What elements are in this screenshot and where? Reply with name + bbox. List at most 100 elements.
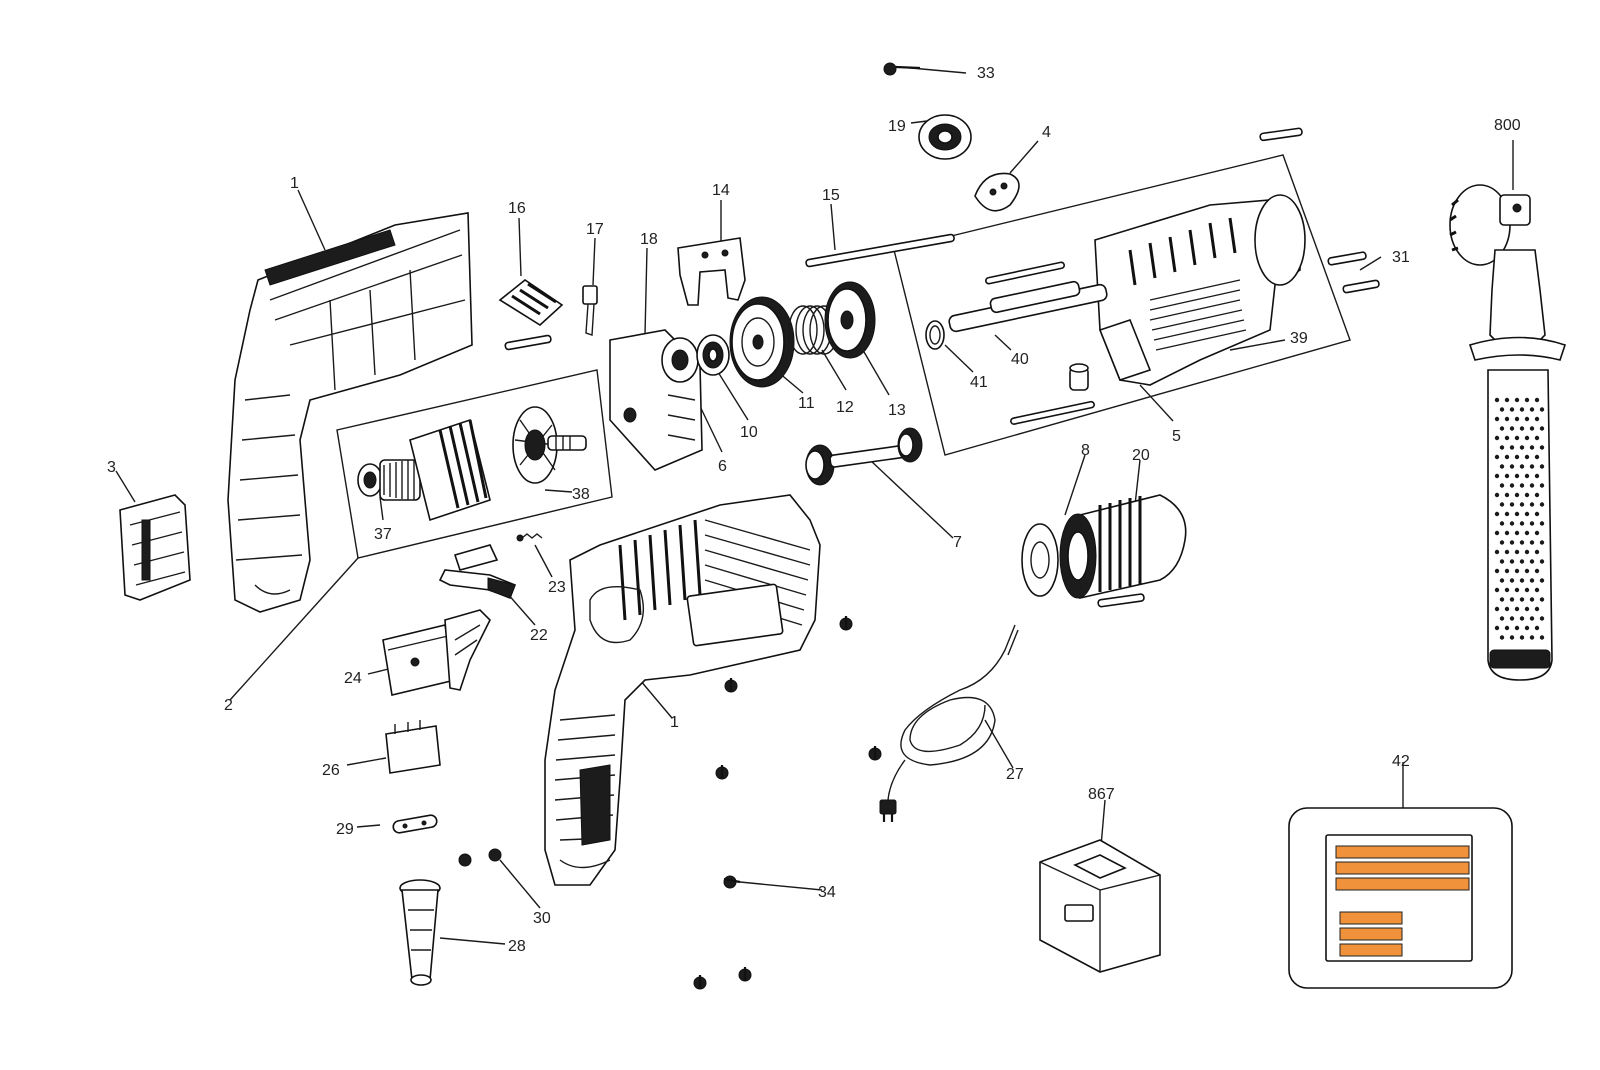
grip-dot	[1534, 606, 1540, 612]
label-bar	[1335, 861, 1470, 875]
callout-20: 20	[1132, 447, 1150, 464]
part-27-power-cord	[879, 624, 1019, 822]
grip-dot	[1529, 540, 1535, 545]
part-5-gear-housing	[985, 194, 1306, 425]
callout-16: 16	[508, 200, 526, 217]
grip-dot	[1524, 492, 1530, 498]
callout-17: 17	[586, 221, 604, 238]
part-3-cover	[119, 494, 191, 601]
grip-dot	[1519, 407, 1525, 412]
callout-15: 15	[822, 187, 840, 204]
grip-dot	[1504, 568, 1510, 574]
grip-dot	[1499, 483, 1505, 488]
callout-1-top: 1	[290, 175, 299, 192]
grip-dot	[1509, 521, 1515, 526]
callout-33: 33	[977, 65, 995, 82]
part-29-clamp	[392, 814, 438, 834]
part-screws-center	[458, 616, 882, 990]
grip-dot	[1534, 511, 1540, 517]
part-23-spring	[516, 533, 543, 542]
grip-dot	[1539, 502, 1545, 507]
grip-dot	[1524, 473, 1530, 479]
grip-dot	[1539, 426, 1545, 431]
grip-dot	[1509, 483, 1515, 488]
part-1-assembled-drill	[544, 494, 821, 886]
callout-27: 27	[1006, 766, 1024, 783]
part-33-screw	[883, 62, 921, 76]
part-pin-16	[504, 334, 552, 351]
part-16-slider	[498, 279, 564, 326]
callout-2: 2	[224, 697, 233, 714]
grip-dot	[1534, 416, 1540, 422]
grip-dot	[1519, 521, 1525, 526]
grip-dot	[1529, 426, 1535, 431]
grip-dot	[1529, 597, 1535, 602]
part-11-gear	[729, 296, 795, 388]
grip-dot	[1499, 616, 1505, 621]
callout-800: 800	[1494, 117, 1521, 134]
grip-dot	[1539, 464, 1545, 469]
grip-dot	[1499, 445, 1505, 450]
callout-41: 41	[970, 374, 988, 391]
grip-dot	[1509, 597, 1515, 602]
grip-dot	[1529, 616, 1535, 621]
grip-dot	[1524, 397, 1530, 403]
grip-dot	[1514, 625, 1520, 631]
grip-dot	[1529, 445, 1535, 450]
grip-dot	[1509, 464, 1515, 469]
part-1-housing-left	[227, 212, 473, 613]
grip-dot	[1529, 521, 1535, 526]
callout-6: 6	[718, 458, 727, 475]
part-38-armature	[357, 406, 587, 522]
callout-19: 19	[888, 118, 906, 135]
grip-dot	[1504, 473, 1510, 479]
grip-dot	[1499, 635, 1505, 640]
grip-dot	[1524, 435, 1530, 441]
callout-5: 5	[1172, 428, 1181, 445]
grip-dot	[1494, 511, 1500, 517]
part-800-grip-dots	[1494, 397, 1545, 640]
grip-dot	[1524, 530, 1530, 536]
grip-dot	[1509, 616, 1515, 621]
grip-dot	[1494, 568, 1500, 574]
label-bar	[1335, 877, 1470, 891]
callout-3: 3	[107, 459, 116, 476]
grip-dot	[1519, 616, 1525, 621]
part-8-washer	[1021, 523, 1059, 597]
part-screws-top	[1259, 127, 1380, 294]
grip-dot	[1499, 464, 1505, 469]
grip-dot	[1509, 445, 1515, 450]
grip-dot	[1509, 540, 1515, 545]
callout-12: 12	[836, 399, 854, 416]
callout-22: 22	[530, 627, 548, 644]
grip-dot	[1514, 435, 1520, 441]
part-28-cord-sleeve	[399, 879, 441, 986]
label-bar	[1339, 943, 1403, 957]
grip-dot	[1534, 492, 1540, 498]
part-15-rod	[805, 233, 955, 268]
callout-11: 11	[798, 395, 815, 412]
grip-dot	[1504, 549, 1510, 555]
grip-dot	[1519, 597, 1525, 602]
grip-dot	[1539, 540, 1545, 545]
callout-8: 8	[1081, 442, 1090, 459]
part-14-bracket	[677, 237, 746, 306]
part-800-side-handle	[1449, 184, 1567, 681]
grip-dot	[1534, 530, 1540, 536]
grip-dot	[1504, 435, 1510, 441]
grip-dot	[1524, 416, 1530, 422]
part-4-plate	[974, 172, 1020, 212]
grip-dot	[1539, 559, 1545, 564]
callout-14: 14	[712, 182, 730, 199]
grip-dot	[1519, 559, 1525, 564]
part-20-chuck	[1059, 494, 1187, 608]
grip-dot	[1509, 426, 1515, 431]
part-22-lever	[438, 544, 517, 600]
callout-1-center: 1	[670, 714, 679, 731]
grip-dot	[1494, 416, 1500, 422]
grip-dot	[1504, 530, 1510, 536]
callout-39: 39	[1290, 330, 1308, 347]
callout-40: 40	[1011, 351, 1029, 368]
grip-dot	[1529, 559, 1535, 564]
